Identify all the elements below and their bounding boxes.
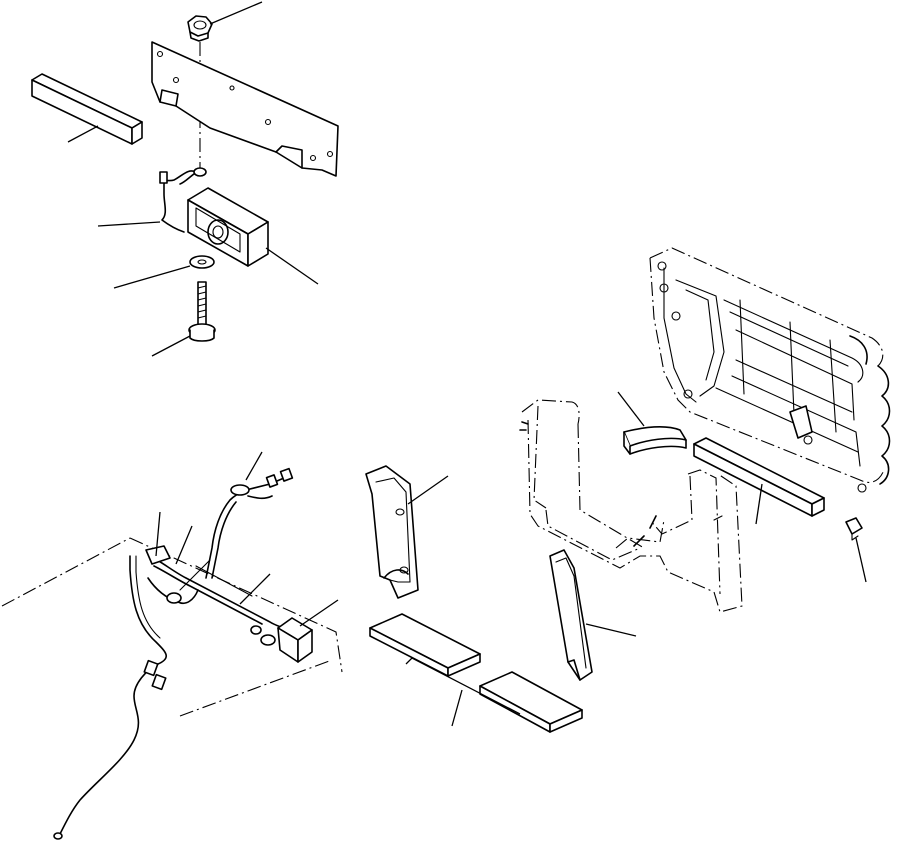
wiring-harness bbox=[53, 467, 295, 840]
leader-line bbox=[113, 265, 191, 289]
long-pad bbox=[693, 437, 825, 517]
foam-block bbox=[31, 73, 143, 145]
leader-line bbox=[299, 599, 339, 627]
leader-line bbox=[67, 125, 99, 143]
leader-line bbox=[151, 335, 191, 357]
leader-line bbox=[239, 573, 271, 605]
leader-line bbox=[97, 221, 161, 227]
leader-line bbox=[451, 689, 463, 727]
leader-line bbox=[755, 483, 763, 525]
leader-line bbox=[155, 511, 161, 557]
bolt bbox=[188, 281, 216, 342]
seat-backrest bbox=[649, 247, 891, 493]
cushion-pad-right bbox=[479, 671, 583, 733]
washer bbox=[189, 255, 215, 269]
mounting-bracket bbox=[151, 41, 339, 177]
seat-frame bbox=[519, 399, 743, 613]
leader-line bbox=[407, 475, 449, 505]
wire-lead bbox=[159, 167, 207, 233]
leader-line bbox=[855, 537, 867, 583]
leader-line bbox=[585, 623, 637, 637]
leader-line bbox=[245, 451, 263, 481]
harness-connector bbox=[277, 617, 313, 663]
flange-nut bbox=[187, 15, 213, 42]
leader-line bbox=[265, 247, 319, 285]
speaker-box bbox=[187, 187, 269, 267]
side-pad bbox=[365, 465, 419, 599]
leader-line bbox=[405, 657, 521, 715]
clip bbox=[845, 517, 863, 541]
side-panel bbox=[549, 549, 593, 681]
clamp bbox=[145, 545, 276, 646]
floor-outline bbox=[1, 537, 343, 717]
leader-line bbox=[175, 525, 193, 565]
leader-line bbox=[617, 391, 645, 427]
curved-pad bbox=[623, 426, 687, 455]
leader-line bbox=[209, 1, 263, 25]
cushion-pad-left bbox=[369, 613, 481, 677]
